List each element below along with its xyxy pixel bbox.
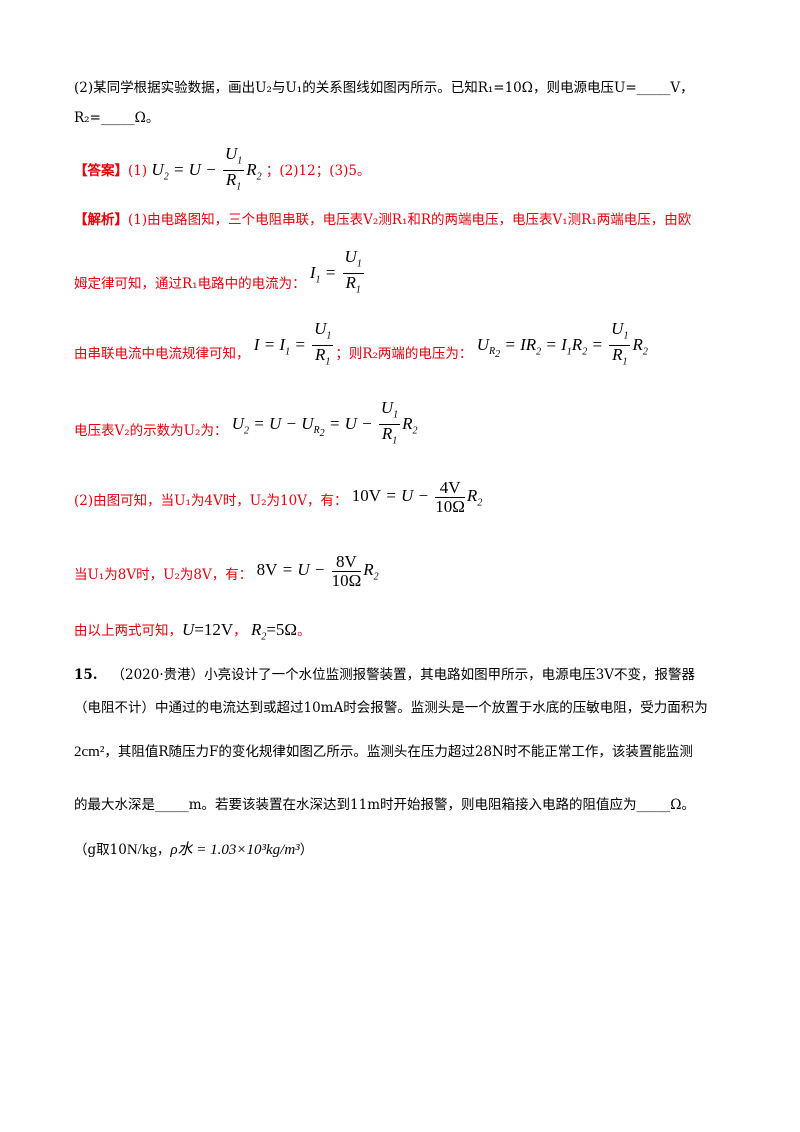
analysis-text6: 当U₁为8V时，U₂为8V，有： — [74, 567, 253, 583]
analysis-text3a: 由串联电流中电流规律可知， — [74, 345, 250, 362]
q15-line1: 15. （2020·贵港）小亮设计了一个水位监测报警装置，其电路如图甲所示，电源电… — [74, 665, 695, 685]
analysis-tag: 【解析】 — [74, 212, 128, 228]
answer-part1: (1) — [128, 162, 148, 179]
analysis-text7c: 。 — [297, 623, 311, 639]
answer-rest: ；(2)12；(3)5。 — [265, 162, 371, 179]
analysis-text7b: ， — [233, 623, 247, 639]
q15-text5a: （g取10 — [74, 842, 127, 858]
q15-text5b: ， — [156, 842, 171, 858]
q14-part2-line1: (2)某同学根据实验数据，画出U₂与U₁的关系图线如图丙所示。已知R₁=10Ω，… — [74, 80, 694, 96]
analysis-line1: 【解析】(1)由电路图知，三个电阻串联，电压表V₂测R₁和R的两端电压，电压表V… — [74, 210, 691, 230]
analysis-text2: 姆定律可知，通过R₁电路中的电流为： — [74, 275, 306, 292]
formula-u12: U=12V — [182, 620, 234, 639]
q15-line4: 的最大水深是_____m。若要该装置在水深达到11m时开始报警，则电阻箱接入电路… — [74, 797, 695, 813]
q15-line5: （g取10N/kg，ρ水 = 1.03×10³kg/m³） — [74, 838, 313, 862]
analysis-text7a: 由以上两式可知， — [74, 623, 182, 639]
formula-r25: R2=5Ω — [250, 620, 298, 643]
q15-line3: 2cm²，其阻值R随压力F的变化规律如图乙所示。监测头在压力超过28N时不能正常… — [74, 738, 693, 766]
area-value: 2cm² — [74, 744, 105, 760]
g-unit: N/kg — [126, 842, 157, 858]
analysis-text5: (2)由图可知，当U₁为4V时，U₂为10V，有： — [74, 493, 348, 509]
analysis-text3b: ；则R₂两端的电压为： — [335, 345, 473, 362]
analysis-text1: (1)由电路图知，三个电阻串联，电压表V₂测R₁和R的两端电压，电压表V₁测R₁… — [128, 212, 692, 228]
q15-text5c: ） — [299, 842, 314, 858]
analysis-text4: 电压表V₂的示数为U₂为： — [74, 422, 228, 439]
q14-part2-line2: R₂=_____Ω。 — [74, 110, 160, 126]
q15-number: 15. — [74, 667, 98, 683]
q15-text1: （2020·贵港）小亮设计了一个水位监测报警装置，其电路如图甲所示，电源电压3V… — [111, 667, 696, 683]
rho-water: ρ水 = 1.03×10³kg/m³ — [170, 842, 300, 858]
q15-text3: ，其阻值R随压力F的变化规律如图乙所示。监测头在压力超过28N时不能正常工作，该… — [104, 744, 693, 760]
analysis-line7: 由以上两式可知，U=12V， R2=5Ω。 — [74, 615, 311, 652]
answer-tag: 【答案】 — [74, 162, 128, 179]
q15-line2: （电阻不计）中通过的电流达到或超过10mA时会报警。监测头是一个放置于水底的压敏… — [74, 700, 708, 716]
